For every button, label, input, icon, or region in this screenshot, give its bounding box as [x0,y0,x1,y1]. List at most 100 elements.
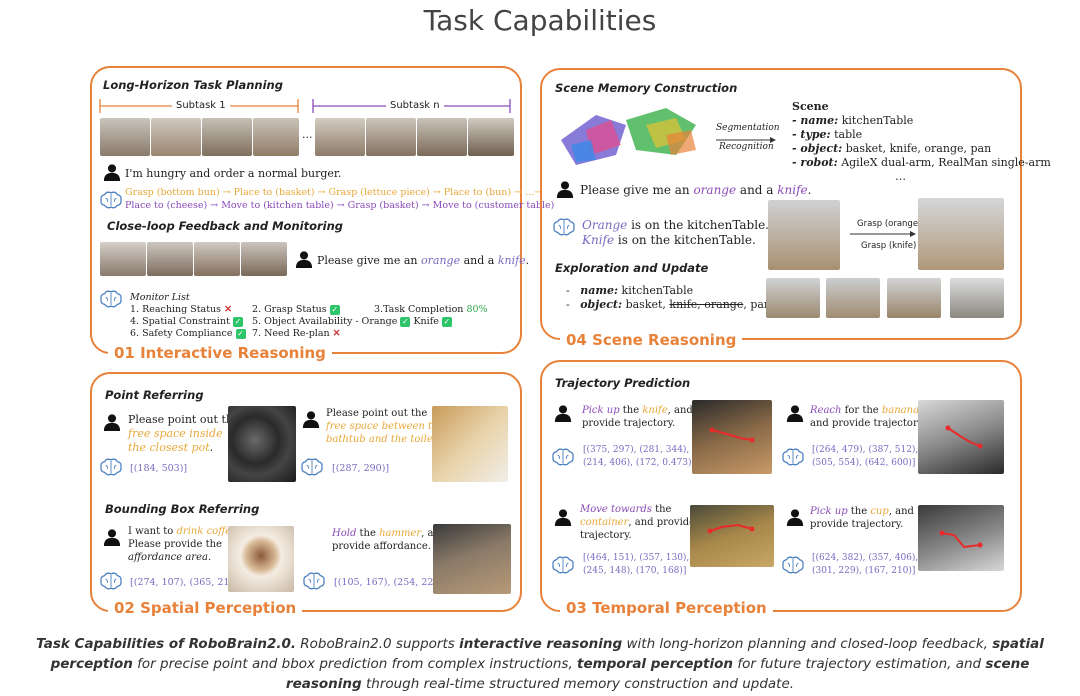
caption-c6: for precise point and bbox prediction fr… [132,656,578,672]
explore-object-key: object: [580,298,623,311]
m3: 3.Task Completion [374,304,464,315]
cross-icon: ✕ [224,304,233,315]
user-icon [103,528,121,546]
hammer-image [433,524,511,594]
t2-answer-2: (505, 554), (642, 600)] [812,458,916,468]
grasp-orange-label: Grasp (orange) [857,219,922,229]
p2-answer: [(287, 290)] [332,463,390,474]
t3-d: , and provide [628,517,696,528]
fb-msg-c: . [525,254,530,267]
subtask-n-label: Subtask n [386,99,444,113]
m6: 6. Safety Compliance [130,328,233,339]
user-icon [786,404,804,422]
feedback-frame-3 [194,242,240,276]
user-icon [295,250,313,268]
planning-frame-1 [100,118,150,156]
t3-answer-2: (245, 148), (170, 168)] [583,566,687,576]
brain-icon [781,448,805,466]
trajectory-heading: Trajectory Prediction [555,376,691,390]
t1-answer-1: [(375, 297), (281, 344), [583,445,690,455]
brain-icon [99,458,123,476]
b1-f: . [207,552,212,563]
scene-robot-value: AgileX dual-arm, RealMan single-arm [837,156,1051,169]
p2-line-3: bathtub and the toilet. [326,434,440,446]
explore-object-v1: basket, [622,298,670,311]
scene-name-row: - name: kitchenTable [792,114,913,128]
subtask-1-label: Subtask 1 [172,99,230,113]
feedback-user-message: Please give me an orange and a knife. [317,254,529,268]
planning-frame-6 [366,118,416,156]
arrow-icon [716,137,776,143]
bathroom-image [432,406,508,482]
planning-frame-4 [253,118,299,156]
brain-icon [552,218,576,236]
stove-image [228,406,296,482]
plan-line-2: Place to (cheese) → Move to (kitchen tab… [125,200,555,211]
p2-line-2: free space between the [326,421,445,432]
ask-knife: knife [777,183,808,197]
recognition-label: Recognition [719,142,774,152]
caption-c4: with long-horizon planning and closed-lo… [622,636,993,652]
temporal-perception-panel [540,360,1022,612]
figure-caption: Task Capabilities of RoboBrain2.0. RoboB… [30,634,1050,694]
grasp-knife-label: Grasp (knife) [861,241,917,251]
p2-line-3a: bathtub and the toilet [326,434,437,445]
scene-frame-4 [950,278,1004,318]
t4-a: Pick up [810,506,848,517]
trajectory-marks [709,427,755,443]
fb-msg-orange: orange [421,254,461,267]
b1-a: I want to [128,526,177,537]
t1-a: Pick up [582,405,620,416]
p1-line-3b: . [209,441,214,454]
fb-msg-knife: knife [497,254,526,267]
m4: 4. Spatial Constraint [130,316,230,327]
scene-title: Scene [792,100,829,113]
m5: 5. Object Availability - Orange [252,316,398,327]
exploration-heading: Exploration and Update [555,261,709,275]
caption-c8: for future trajectory estimation, and [733,656,986,672]
page-title: Task Capabilities [423,4,657,37]
scene-name-value: kitchenTable [838,114,914,127]
m7: 7. Need Re-plan [252,328,330,339]
feedback-frame-2 [147,242,193,276]
t4-d: , and [888,506,914,517]
coffee-cup-image [228,526,294,592]
scene-reasoning-label: 04 Scene Reasoning [560,331,743,349]
t2-line-1: Reach for the banana, [810,405,922,417]
arrow-icon [850,231,916,237]
t4-c: cup [870,506,889,517]
scene-answer-1: Orange is on the kitchenTable. [582,218,769,232]
user-icon [786,508,804,526]
planning-frame-5 [315,118,365,156]
ask-c: . [807,183,812,197]
t3-answer-1: [(464, 151), (357, 130), [583,553,690,563]
scene-object-key: - object: [792,142,843,155]
t3-line-2: container, and provide [580,517,695,529]
fb-msg-a: Please give me an [317,254,421,267]
m5b: Knife [413,316,439,327]
b1-line-1: I want to drink coffee. [128,526,240,538]
plan-line-1: Grasp (bottom bun) → Place to (basket) →… [125,187,543,198]
check-icon: ✓ [235,328,246,339]
b2-b: the [356,528,380,539]
planning-user-message: I'm hungry and order a normal burger. [125,167,342,180]
t2-a: Reach [810,405,842,416]
t3-a: Move towards [580,504,652,515]
b1-b: drink coffee [176,526,238,537]
t4-line-2: provide trajectory. [810,519,904,530]
t4-answer-1: [(624, 382), (357, 406), [812,553,919,563]
explore-name-key: name: [580,284,619,297]
cup-trajectory-image [918,505,1004,571]
p1-answer: [(184, 503)] [130,463,188,474]
caption-c7: temporal perception [577,656,734,672]
b2-a: Hold [332,528,357,539]
ans2-b: is on the kitchenTable. [614,233,756,247]
scene-robot-row: - robot: AgileX dual-arm, RealMan single… [792,156,1051,170]
t3-b: the [651,504,672,515]
p1-line-3: the closest pot. [128,441,213,455]
bbox-referring-heading: Bounding Box Referring [105,502,260,516]
brain-icon [781,556,805,574]
container-trajectory-image [690,505,774,567]
spatial-perception-panel [90,372,522,612]
user-icon [103,163,121,181]
